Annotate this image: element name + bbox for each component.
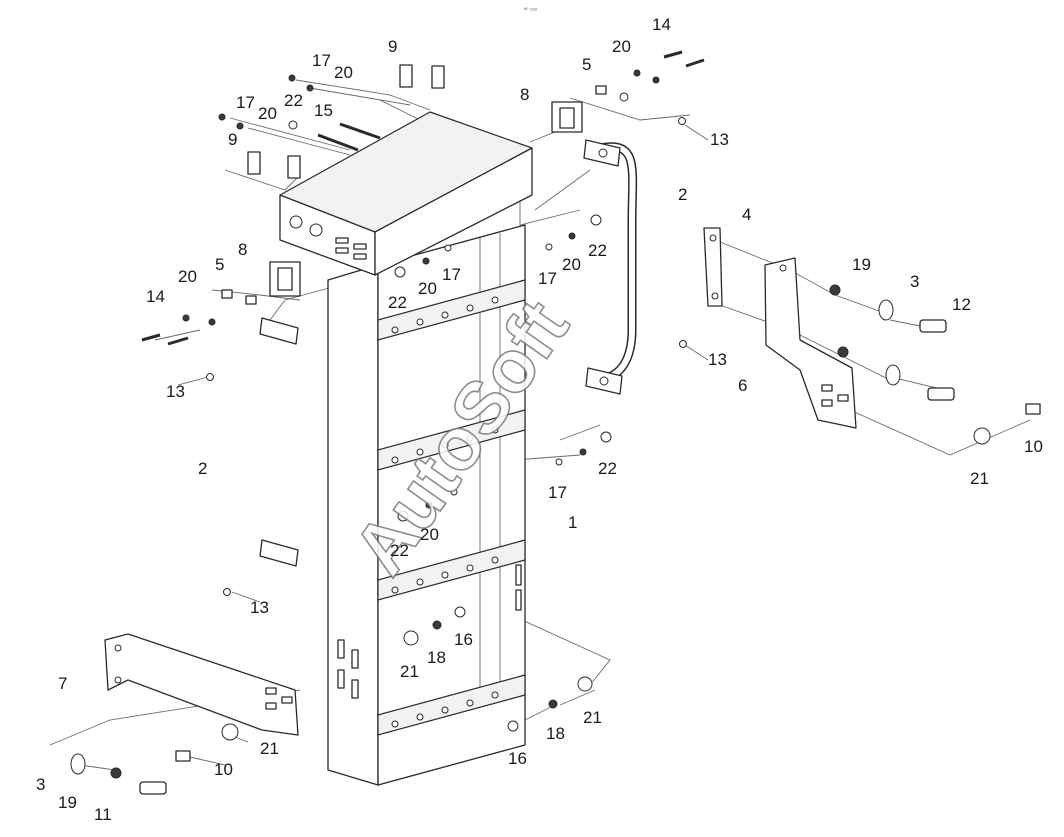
- callout-7: 7: [58, 674, 67, 693]
- callout-17: 17: [442, 265, 461, 284]
- callout-18: 18: [427, 648, 446, 667]
- callout-20: 20: [562, 255, 581, 274]
- callout-21: 21: [260, 739, 279, 758]
- bracket-4: [703, 227, 723, 307]
- callout-9: 9: [388, 37, 397, 56]
- callout-5: 5: [582, 55, 591, 74]
- callout-4: 4: [742, 205, 751, 224]
- callout-3: 3: [36, 775, 45, 794]
- top-box: [279, 111, 533, 276]
- callout-18: 18: [546, 724, 565, 743]
- callout-8: 8: [238, 240, 247, 259]
- callout-10: 10: [1024, 437, 1043, 456]
- callout-2: 2: [198, 459, 207, 478]
- callout-22: 22: [284, 91, 303, 110]
- callout-20: 20: [258, 104, 277, 123]
- callout-10: 10: [214, 760, 233, 779]
- top-mark: ª° ᵒᵒᵒ: [524, 7, 538, 14]
- callout-17: 17: [538, 269, 557, 288]
- callout-11: 11: [94, 805, 112, 824]
- callout-13: 13: [250, 598, 269, 617]
- grab-handle-left: [238, 317, 299, 567]
- callout-13: 13: [166, 382, 185, 401]
- callout-3: 3: [910, 272, 919, 291]
- callout-20: 20: [178, 267, 197, 286]
- callout-16: 16: [454, 630, 473, 649]
- callout-2: 2: [678, 185, 687, 204]
- side-bracket-6: [764, 257, 857, 429]
- callout-19: 19: [852, 255, 871, 274]
- callout-13: 13: [708, 350, 727, 369]
- callout-22: 22: [388, 293, 407, 312]
- callout-8: 8: [520, 85, 529, 104]
- callout-14: 14: [146, 287, 165, 306]
- callout-14: 14: [652, 15, 671, 34]
- callout-labels: 1 2 2 3 3 4 5 5 6 7 8 8 9 9 10 10 11 12 …: [36, 15, 1043, 824]
- callout-17: 17: [548, 483, 567, 502]
- bottom-bracket-7: [104, 633, 299, 736]
- fasteners: [70, 50, 1041, 795]
- latch-parts: [247, 64, 583, 297]
- callout-22: 22: [588, 241, 607, 260]
- callout-20: 20: [418, 279, 437, 298]
- callout-21: 21: [400, 662, 419, 681]
- grab-handle-right: [583, 139, 638, 395]
- callout-15: 15: [314, 101, 333, 120]
- callout-20: 20: [612, 37, 631, 56]
- callout-20: 20: [334, 63, 353, 82]
- callout-5: 5: [215, 255, 224, 274]
- main-rack-frame: [327, 224, 526, 786]
- callout-22: 22: [390, 541, 409, 560]
- callout-19: 19: [58, 793, 77, 812]
- callout-17: 17: [236, 93, 255, 112]
- callout-16: 16: [508, 749, 527, 768]
- callout-1: 1: [568, 513, 577, 532]
- callout-22: 22: [598, 459, 617, 478]
- callout-21: 21: [583, 708, 602, 727]
- callout-13: 13: [710, 130, 729, 149]
- callout-6: 6: [738, 376, 747, 395]
- callout-20: 20: [420, 525, 439, 544]
- callout-21: 21: [970, 469, 989, 488]
- callout-17: 17: [312, 51, 331, 70]
- callout-9: 9: [228, 130, 237, 149]
- callout-12: 12: [952, 295, 971, 314]
